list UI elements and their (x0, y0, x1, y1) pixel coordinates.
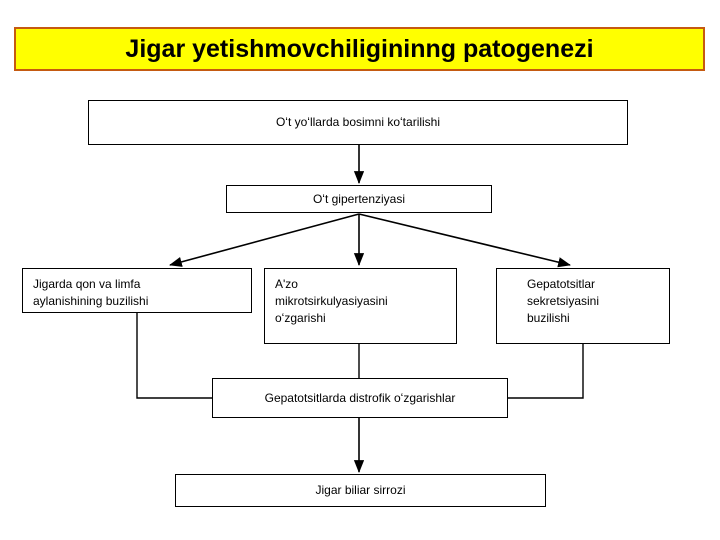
edge-secretion-to-dystrophy (508, 344, 584, 399)
slide-title-banner: Jigar yetishmovchiligininng patogenezi (14, 27, 705, 71)
flow-node-bile-hypertension[interactable]: Oʻt gipertenziyasi (226, 185, 492, 213)
flow-node-cirrhosis[interactable]: Jigar biliar sirrozi (175, 474, 546, 507)
flow-node-dystrophy[interactable]: Gepatotsitlarda distrofik oʻzgarishlar (212, 378, 508, 418)
flow-node-bile-pressure[interactable]: Oʻt yoʻllarda bosimni koʻtarilishi (88, 100, 628, 145)
flow-node-circulation-label: Jigarda qon va limfa aylanishining buzil… (33, 277, 149, 308)
edge-bile-htn-to-secretion (358, 213, 571, 268)
flow-node-microcirculation-label: A'zo mikrotsirkulyasiyasini oʻzgarishi (275, 277, 388, 325)
flow-node-bile-hypertension-label: Oʻt gipertenziyasi (312, 191, 406, 206)
flow-node-hepatocyte-secretion-label: Gepatotsitlar sekretsiyasini buzilishi (527, 277, 600, 325)
flow-node-hepatocyte-secretion[interactable]: Gepatotsitlar sekretsiyasini buzilishi (496, 268, 670, 344)
page-title: Jigar yetishmovchiligininng patogenezi (125, 34, 594, 63)
flow-node-circulation[interactable]: Jigarda qon va limfa aylanishining buzil… (22, 268, 252, 313)
edge-circulation-to-dystrophy (136, 313, 212, 399)
flow-node-dystrophy-label: Gepatotsitlarda distrofik oʻzgarishlar (264, 390, 456, 405)
flow-node-bile-pressure-label: Oʻt yoʻllarda bosimni koʻtarilishi (275, 115, 441, 129)
edge-bile-htn-to-circulation (169, 213, 360, 267)
flow-node-cirrhosis-label: Jigar biliar sirrozi (315, 483, 406, 497)
flow-node-microcirculation[interactable]: A'zo mikrotsirkulyasiyasini oʻzgarishi (264, 268, 457, 344)
